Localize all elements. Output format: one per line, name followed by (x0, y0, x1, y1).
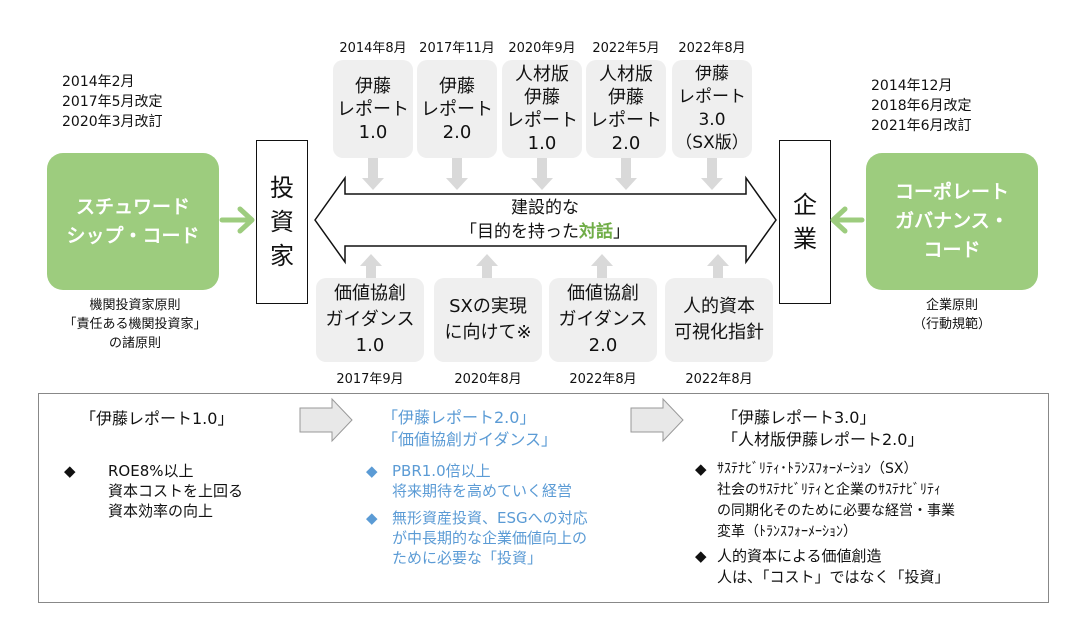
top-box-ito-report-2: 伊藤 レポート 2.0 (417, 60, 497, 158)
summary-arrow-2 (630, 397, 684, 443)
bottom-date-1: 2017年9月 (336, 372, 404, 387)
bottom-date-3: 2022年8月 (569, 372, 637, 387)
bottom-date-4: 2022年8月 (685, 372, 753, 387)
summary-col3-title: 「伊藤レポート3.0」 「人材版伊藤レポート2.0」 (722, 408, 924, 449)
summary-col1-title: 「伊藤レポート1.0」 (80, 409, 234, 428)
top-box-hr-ito-report-2: 人材版 伊藤 レポート 2.0 (586, 60, 666, 158)
summary-col1-bullet-1: ◆ (64, 461, 84, 481)
top-date-2: 2017年11月 (419, 41, 495, 56)
top-date-5: 2022年8月 (678, 41, 746, 56)
dialogue-quote-close: 」 (613, 222, 630, 242)
dialogue-line1: 建設的な (511, 198, 579, 218)
bullet-marker: ◆ (64, 462, 76, 480)
summary-col2-bullet-1: ◆ (366, 461, 386, 481)
bullet-marker: ◆ (366, 509, 378, 527)
dialogue-double-arrow (314, 175, 777, 265)
top-box-ito-report-1: 伊藤 レポート 1.0 (333, 60, 413, 158)
top-date-1: 2014年8月 (339, 41, 407, 56)
bullet-marker: ◆ (695, 547, 707, 565)
summary-col2-title: 「伊藤レポート2.0」 「価値協創ガイダンス」 (382, 408, 558, 449)
top-box-ito-report-3: 伊藤 レポート 3.0 （SX版） (672, 60, 752, 158)
governance-code-box: コーポレート ガバナンス・ コード (866, 153, 1038, 290)
summary-col3-bullet-2-text: 人的資本による価値創造 人は、「コスト」ではなく「投資」 (717, 547, 950, 586)
dialogue-line2: 「目的を持った対話」 (345, 220, 745, 244)
top-box-hr-ito-report-1: 人材版 伊藤 レポート 1.0 (502, 60, 582, 158)
summary-col3-bullet-2: ◆ (695, 546, 715, 566)
bullet-marker: ◆ (366, 462, 378, 480)
summary-col2-bullet-2-text: 無形資産投資、ESGへの対応 が中長期的な企業価値向上の ために必要な「投資」 (392, 509, 588, 567)
summary-col2-bullet-2: ◆ (366, 508, 386, 528)
dialogue-quote-open: 「目的を持った (460, 222, 579, 242)
top-date-3: 2020年9月 (508, 41, 576, 56)
bottom-up-arrows (360, 254, 729, 278)
stewardship-note: 機関投資家原則 「責任ある機関投資家」 の諸原則 (63, 298, 207, 351)
investor-box: 投 資 家 (256, 140, 308, 304)
bottom-date-2: 2020年8月 (454, 372, 522, 387)
summary-col3-bullet-1-text: ｻｽﾃﾅﾋﾞﾘﾃｨ･ﾄﾗﾝｽﾌｫｰﾒｰｼｮﾝ（SX） 社会のｻｽﾃﾅﾋﾞﾘﾃｨと… (717, 461, 955, 540)
summary-col1-bullet-1-text: ROE8%以上 資本コストを上回る 資本効率の向上 (108, 462, 244, 520)
bottom-box-value-guidance-2: 価値協創 ガイダンス 2.0 (549, 278, 657, 362)
green-arrow-left (219, 206, 255, 234)
dialogue-text: 建設的な 「目的を持った対話」 (345, 196, 745, 244)
summary-panel (38, 393, 1049, 603)
bottom-box-sx: SXの実現 に向けて※ (434, 278, 542, 362)
company-box: 企 業 (779, 140, 831, 304)
bullet-marker: ◆ (695, 460, 707, 478)
summary-col3-bullet-1: ◆ (695, 459, 715, 479)
bottom-box-human-capital: 人的資本 可視化指針 (665, 278, 773, 362)
bottom-box-value-guidance-1: 価値協創 ガイダンス 1.0 (316, 278, 424, 362)
stewardship-code-box: スチュワード シップ・コード (47, 153, 219, 290)
top-down-arrows (362, 158, 723, 190)
green-arrow-right (830, 206, 865, 234)
governance-note: 企業原則 （行動規範） (912, 298, 991, 332)
summary-arrow-1 (299, 397, 353, 443)
summary-col2-bullet-1-text: PBR1.0倍以上 将来期待を高めていく経営 (392, 462, 573, 500)
dialogue-highlight: 対話 (579, 222, 613, 242)
governance-dates: 2014年12月 2018年6月改定 2021年6月改訂 (871, 78, 972, 134)
stewardship-dates: 2014年2月 2017年5月改定 2020年3月改訂 (62, 74, 163, 130)
top-date-4: 2022年5月 (592, 41, 660, 56)
